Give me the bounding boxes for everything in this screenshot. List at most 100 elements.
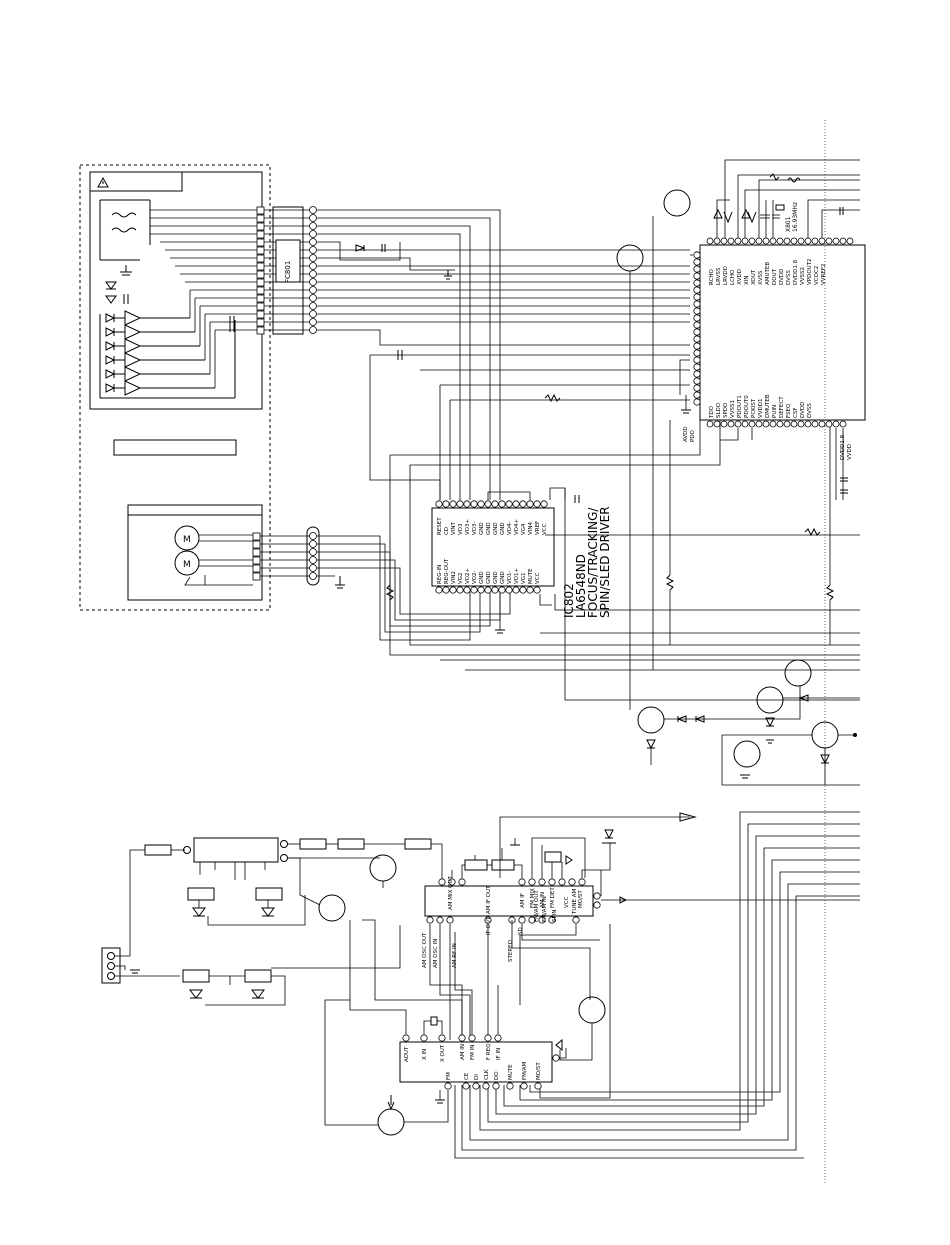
spindle-motor-icon xyxy=(174,525,200,551)
fm-front-end-block xyxy=(193,837,279,863)
svg-text:VREF: VREF xyxy=(535,521,541,535)
svg-text:VG1: VG1 xyxy=(521,572,527,584)
svg-text:XVSS: XVSS xyxy=(758,270,764,285)
svg-text:X OUT: X OUT xyxy=(440,1044,446,1062)
test-points-dsp xyxy=(616,189,860,786)
svg-text:GND: GND xyxy=(479,522,485,535)
svg-text:MO/ST: MO/ST xyxy=(578,890,584,908)
dsp-bottom-pin-labels: TDO SLDO SPDO VVSS1 PDOUT1 PDOUT0 PCKIST… xyxy=(709,394,813,419)
svg-text:GND: GND xyxy=(493,571,499,584)
monitor-diode-icon xyxy=(105,295,117,304)
svg-text:DVDD1.8: DVDD1.8 xyxy=(793,259,799,285)
svg-text:MUTE: MUTE xyxy=(528,568,534,584)
tuner-ic-top-pins xyxy=(438,878,586,886)
svg-text:DO: DO xyxy=(494,1071,500,1080)
svg-text:VVREF2: VVREF2 xyxy=(821,264,827,285)
svg-text:VG2: VG2 xyxy=(458,572,464,584)
svg-text:DVSS: DVSS xyxy=(807,403,813,418)
pickup-wires xyxy=(150,209,258,388)
svg-text:CD: CD xyxy=(444,527,450,535)
svg-text:AM IN: AM IN xyxy=(460,1044,466,1060)
pickup-section xyxy=(79,164,271,611)
pll-pin-labels: AOUT X IN X OUT AM IN FM IN F REQ IF IN … xyxy=(404,1043,542,1080)
svg-text:FM IN: FM IN xyxy=(470,1045,476,1060)
ic802-driver: RESET CD VINT VO3 VO3+ VO3- GND GND GND … xyxy=(431,487,612,634)
ic802-function-2: SPIN/SLED DRIVER xyxy=(598,506,612,618)
svg-text:FM: FM xyxy=(446,1072,452,1080)
svg-text:VO1+: VO1+ xyxy=(514,568,520,584)
svg-text:SPIN: SPIN xyxy=(552,909,558,922)
svg-text:VCOC2: VCOC2 xyxy=(814,266,820,285)
svg-text:XOUT: XOUT xyxy=(751,269,757,285)
svg-text:CLK: CLK xyxy=(484,1069,490,1080)
svg-text:VVSS1: VVSS1 xyxy=(730,400,736,418)
svg-text:DEFECT: DEFECT xyxy=(779,396,785,418)
svg-text:MUTE: MUTE xyxy=(508,1064,514,1080)
svg-text:VCC: VCC xyxy=(542,523,548,535)
dsp-ic: RCHO LRVSS LRVDD LCHO XVDD XIN XOUT XVSS… xyxy=(679,159,866,500)
svg-text:FM/AM OUT: FM/AM OUT xyxy=(534,890,540,922)
dsp-top-pin-labels: RCHO LRVSS LRVDD LCHO XVDD XIN XOUT XVSS… xyxy=(709,258,827,285)
vvdd-label: VVDD xyxy=(847,444,853,460)
svg-text:VIN4: VIN4 xyxy=(528,522,534,535)
svg-text:PCKIST: PCKIST xyxy=(751,398,757,418)
fc801-label: FC801 xyxy=(284,261,292,283)
svg-text:VO4-: VO4- xyxy=(507,522,513,535)
driver-to-dsp-buses xyxy=(389,420,860,701)
svg-text:AM MIX OUT: AM MIX OUT xyxy=(448,876,454,910)
svg-text:GND: GND xyxy=(500,522,506,535)
tracking-coil-icon xyxy=(111,227,137,233)
note-label-box xyxy=(113,439,237,456)
svg-text:PUIN: PUIN xyxy=(772,405,778,418)
svg-text:VINT: VINT xyxy=(451,522,457,535)
laser-diode-icon xyxy=(105,281,117,290)
dsp-top-pins xyxy=(706,237,854,245)
svg-text:FM MIX: FM MIX xyxy=(530,888,536,908)
svg-text:VO4+: VO4+ xyxy=(514,519,520,535)
fc801-flex-cable: FC801 xyxy=(264,206,310,335)
svg-text:LCHO: LCHO xyxy=(730,269,736,285)
servo-signal-wires xyxy=(317,209,690,500)
svg-text:DVSS: DVSS xyxy=(786,270,792,285)
dsp-body xyxy=(699,244,866,421)
svg-text:XIN: XIN xyxy=(744,275,750,285)
ic802-top-pin-labels: RESET CD VINT VO3 VO3+ VO3- GND GND GND … xyxy=(437,517,548,535)
svg-text:VO3: VO3 xyxy=(458,523,464,535)
svg-text:RESET: RESET xyxy=(437,517,443,535)
focus-coil-icon xyxy=(111,212,137,218)
svg-text:FM DET: FM DET xyxy=(550,887,556,908)
servo-diode-cap xyxy=(355,244,561,403)
avdd-label: AVDD xyxy=(683,426,689,442)
svg-text:VO3-: VO3- xyxy=(472,522,478,535)
svg-text:VPDOUT2: VPDOUT2 xyxy=(807,258,813,285)
pickup-block xyxy=(89,171,263,410)
svg-text:SLDO: SLDO xyxy=(716,402,722,418)
svg-text:AOUT: AOUT xyxy=(404,1046,410,1062)
pdo-label: PDO xyxy=(690,429,696,442)
svg-text:VO1-: VO1- xyxy=(507,571,513,584)
svg-text:DI: DI xyxy=(474,1074,480,1080)
connector-cn-right xyxy=(309,206,317,334)
antenna-terminal xyxy=(101,947,121,984)
svg-text:FSEQ: FSEQ xyxy=(786,403,792,418)
crystal-frequency: 16.93MHz xyxy=(792,202,799,232)
pll-crystal-icon xyxy=(430,1016,438,1026)
pll-top-pins xyxy=(402,1034,502,1042)
svg-text:LRVDD: LRVDD xyxy=(723,266,729,285)
svg-text:DVDD: DVDD xyxy=(779,269,785,285)
caution-label-box xyxy=(89,171,183,192)
tuner-ic-bottom-pins xyxy=(426,916,580,924)
svg-text:STEREO: STEREO xyxy=(508,939,514,962)
motor-block-frame xyxy=(127,504,263,601)
svg-text:M: M xyxy=(183,535,191,545)
tuner-section: AM MIX OUT AM IF FM MIX AM IN FM DET VCC… xyxy=(101,811,860,1159)
ic802-designator: IC802 xyxy=(562,583,576,618)
pll-ic-body xyxy=(399,1041,553,1083)
svg-text:CSF: CSF xyxy=(793,408,799,419)
svg-text:SD: SD xyxy=(518,927,524,935)
crystal-ref: X801 xyxy=(785,216,792,232)
svg-text:VCC: VCC xyxy=(535,572,541,584)
svg-text:MO/ST: MO/ST xyxy=(536,1062,542,1080)
svg-text:IF IN: IF IN xyxy=(496,1048,502,1060)
